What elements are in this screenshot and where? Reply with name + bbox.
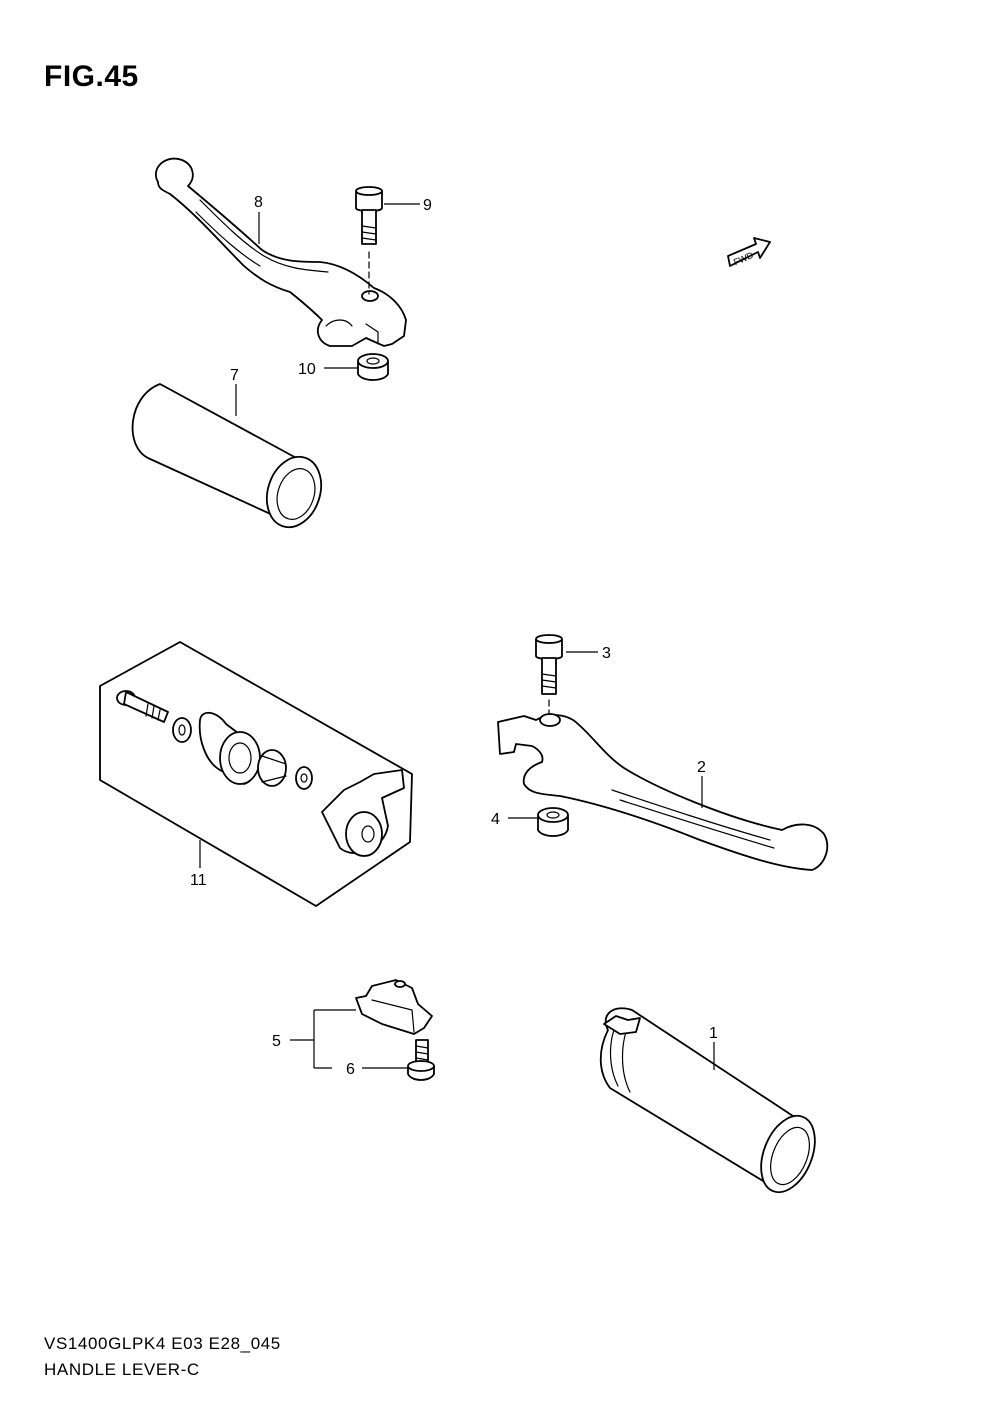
part-11-switch-kit	[99, 641, 413, 907]
part-7-handle-grip-left	[131, 383, 323, 529]
part-6-switch-screw	[407, 1039, 435, 1081]
leader-lines	[199, 203, 715, 1070]
part-4-lock-nut	[537, 807, 569, 837]
section-name: HANDLE LEVER-C	[44, 1360, 200, 1379]
callout-9: 9	[423, 197, 432, 214]
part-1-throttle-grip	[599, 1007, 816, 1194]
part-10-lock-nut	[357, 353, 389, 381]
part-3-pivot-bolt	[535, 634, 563, 717]
part-9-pivot-bolt	[355, 186, 383, 295]
callout-3: 3	[602, 645, 611, 662]
callout-8: 8	[254, 194, 263, 211]
callout-7: 7	[230, 367, 239, 384]
callout-4: 4	[491, 811, 500, 828]
callout-2: 2	[697, 759, 706, 776]
model-code: VS1400GLPK4 E03 E28_045	[44, 1334, 281, 1353]
callout-6: 6	[346, 1061, 355, 1078]
callout-11: 11	[190, 872, 207, 889]
callout-1: 1	[709, 1025, 718, 1042]
callout-5: 5	[272, 1033, 281, 1050]
part-2-brake-lever	[497, 713, 829, 871]
fwd-direction-badge: FWD	[727, 237, 771, 267]
figure-title: FIG.45	[44, 60, 139, 93]
part-8-clutch-lever	[155, 157, 407, 347]
callout-10: 10	[298, 361, 316, 378]
part-5-lever-switch	[355, 979, 433, 1035]
